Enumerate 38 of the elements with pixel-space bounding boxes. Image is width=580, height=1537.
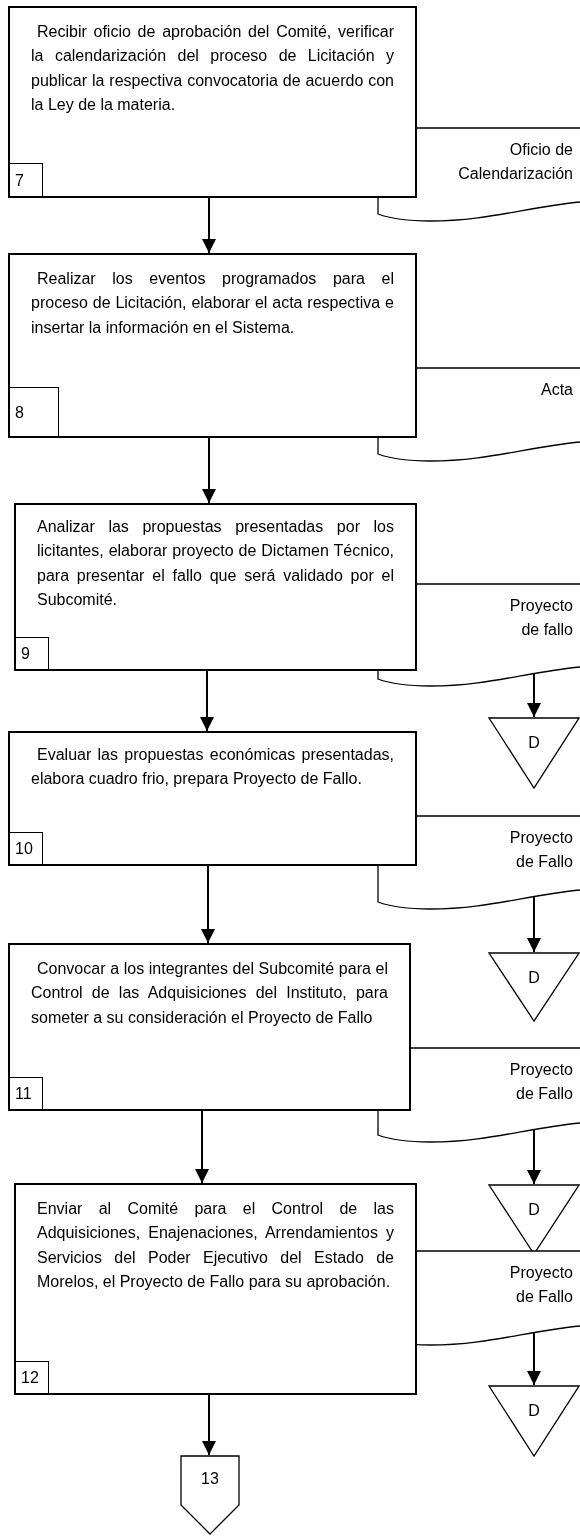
document-label: Acta bbox=[540, 380, 573, 400]
step-number: 12 bbox=[16, 1361, 49, 1393]
arrow bbox=[202, 1394, 216, 1456]
arrow bbox=[202, 437, 216, 504]
arrow bbox=[195, 1110, 209, 1184]
arrow bbox=[202, 197, 216, 254]
step-number: 8 bbox=[10, 387, 59, 436]
symbol-label: D bbox=[527, 968, 541, 988]
page-number: 13 bbox=[200, 1469, 220, 1489]
symbol-label: D bbox=[527, 1200, 541, 1220]
arrow bbox=[527, 896, 541, 953]
process-box bbox=[8, 6, 417, 198]
step-description: Enviar al Comité para el Control de las Adquisiciones, Enajenaciones, Arrendamientos y Servicios del Poder Ejecutivo del Estado de Morelos, el Proyecto de Fallo para su aprobación. bbox=[37, 1199, 394, 1293]
process-box bbox=[8, 943, 411, 1111]
arrow bbox=[200, 670, 214, 732]
document-label: Proyecto de Fallo bbox=[508, 1060, 573, 1104]
document-label: Proyecto de fallo bbox=[508, 596, 573, 640]
step-number: 10 bbox=[10, 832, 43, 864]
arrow bbox=[527, 673, 541, 718]
step-number: 9 bbox=[16, 637, 49, 669]
process-box bbox=[8, 731, 417, 866]
step-number: 11 bbox=[10, 1077, 43, 1109]
document-label: Oficio de Calendarización bbox=[457, 140, 573, 184]
step-description: Recibir oficio de aprobación del Comité, verificar la calendarización del proceso de Licitación y publicar la respectiva convocatoria de acuerdo con la Ley de la materia. bbox=[31, 22, 394, 116]
arrow bbox=[201, 865, 215, 944]
step-description: Convocar a los integrantes del Subcomité para el Control de las Adquisiciones del Instituto, para someter a su consideración el Proyecto de Fallo bbox=[31, 959, 388, 1028]
document-label: Proyecto de Fallo bbox=[508, 1263, 573, 1307]
step-description: Analizar las propuestas presentadas por los licitantes, elaborar proyecto de Dictamen Técnico, para presentar el fallo que será validado por el Subcomité. bbox=[37, 517, 394, 611]
document-label: Proyecto de Fallo bbox=[508, 828, 573, 872]
process-box bbox=[14, 1183, 417, 1395]
symbol-label: D bbox=[527, 733, 541, 753]
step-description: Realizar los eventos programados para el proceso de Licitación, elaborar el acta respectiva e insertar la información en el Sistema. bbox=[31, 269, 394, 338]
arrow bbox=[527, 1332, 541, 1386]
symbol-label: D bbox=[527, 1401, 541, 1421]
step-description: Evaluar las propuestas económicas presentadas, elabora cuadro frio, prepara Proyecto de Fallo. bbox=[31, 745, 394, 790]
arrow bbox=[527, 1129, 541, 1185]
process-box bbox=[8, 253, 417, 438]
step-number: 7 bbox=[10, 163, 43, 196]
